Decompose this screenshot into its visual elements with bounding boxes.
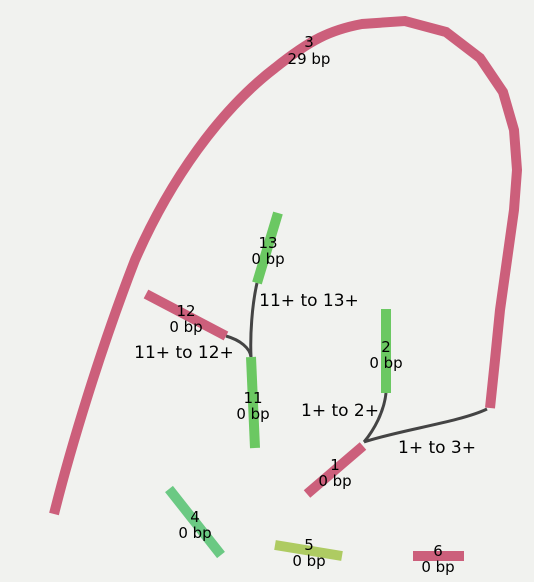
node-name: 11 [243, 389, 262, 407]
node-length: 0 bp [178, 524, 211, 542]
node-13-label: 13 0 bp [251, 234, 284, 268]
node-2-label: 2 0 bp [369, 338, 402, 372]
node-name: 12 [176, 302, 195, 320]
node-name: 2 [381, 338, 391, 356]
edge-label-11-to-12: 11+ to 12+ [134, 343, 234, 363]
node-length: 0 bp [169, 318, 202, 336]
node-length: 0 bp [236, 405, 269, 423]
node-name: 13 [258, 234, 277, 252]
node-1-label: 1 0 bp [318, 456, 351, 490]
node-4-label: 4 0 bp [178, 508, 211, 542]
node-6-label: 6 0 bp [421, 542, 454, 576]
node-12-label: 12 0 bp [169, 302, 202, 336]
node-name: 6 [433, 542, 443, 560]
node-length: 0 bp [369, 354, 402, 372]
node-11-label: 11 0 bp [236, 389, 269, 423]
node-3-label: 3 29 bp [288, 33, 331, 68]
node-11-segment[interactable] [246, 356, 260, 449]
edge-label-11-to-13: 11+ to 13+ [259, 291, 359, 311]
node-4-segment[interactable] [165, 485, 225, 559]
node-name: 3 [304, 33, 314, 51]
node-name: 1 [330, 456, 340, 474]
node-name: 4 [190, 508, 200, 526]
edge-11-to-13 [249, 282, 259, 358]
node-name: 5 [304, 536, 314, 554]
edge-label-1-to-2: 1+ to 2+ [301, 401, 379, 421]
node-length: 0 bp [421, 558, 454, 576]
edge-label-1-to-3: 1+ to 3+ [398, 438, 476, 458]
node-13-segment[interactable] [252, 211, 283, 285]
edge-1-to-3 [363, 407, 488, 444]
node-5-segment[interactable] [274, 540, 343, 561]
node-length: 29 bp [288, 50, 331, 68]
node-length: 0 bp [251, 250, 284, 268]
node-3-segment[interactable] [49, 15, 523, 516]
edge-1-to-2 [362, 392, 388, 443]
node-length: 0 bp [292, 552, 325, 570]
node-length: 0 bp [318, 472, 351, 490]
node-1-segment[interactable] [303, 442, 367, 498]
node-5-label: 5 0 bp [292, 536, 325, 570]
node-12-segment[interactable] [143, 289, 229, 341]
